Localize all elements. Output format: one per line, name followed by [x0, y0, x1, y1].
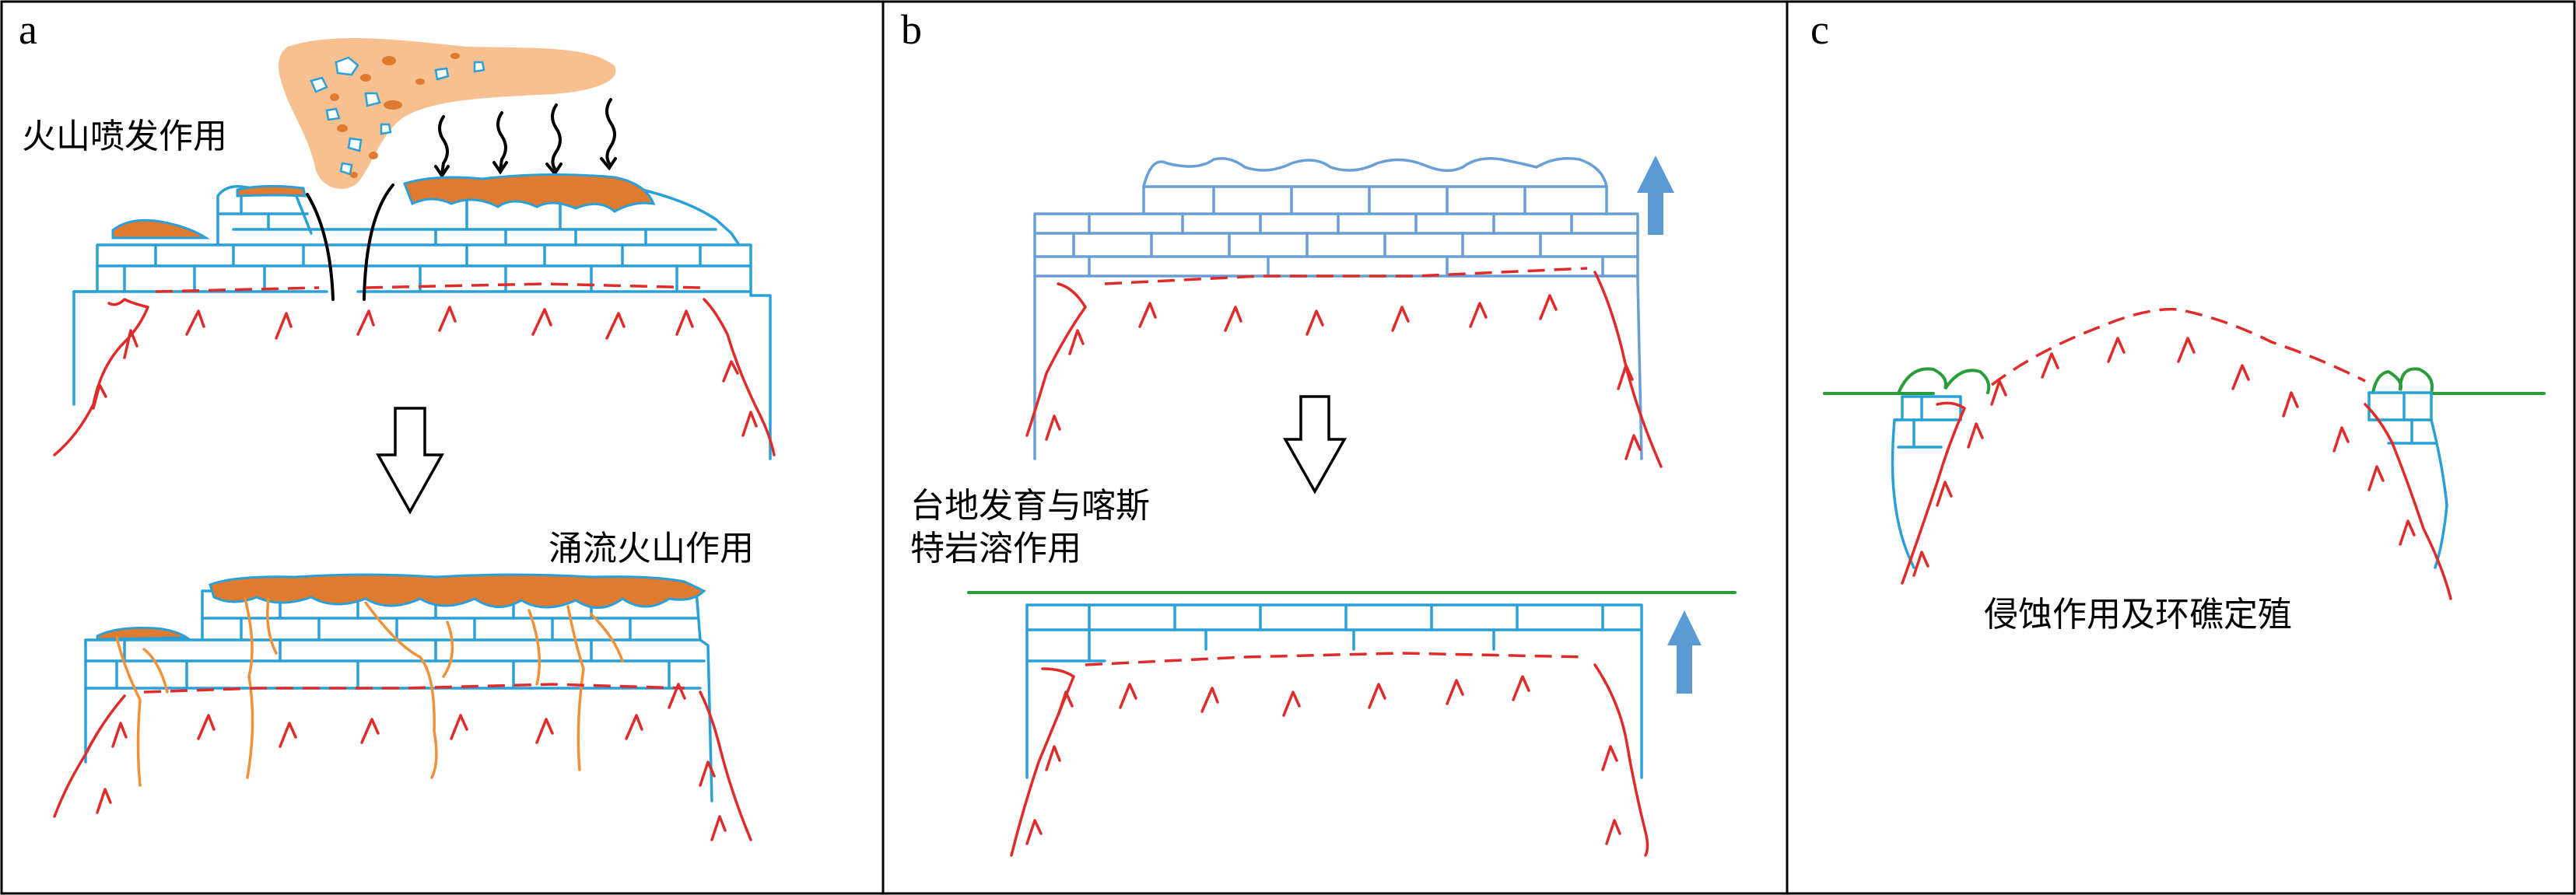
- ash-cloud: [279, 38, 616, 189]
- panel-a: a 火山喷发作用: [19, 6, 776, 841]
- panel-c: c: [1810, 6, 2546, 635]
- label-flood-volcanism: 涌流火山作用: [548, 529, 754, 568]
- lower-limestone-platform: [84, 589, 713, 802]
- upper-lava-flows: [111, 173, 656, 239]
- atoll-reef-right: [2371, 367, 2434, 394]
- label-platform-karst-line2: 特岩溶作用: [910, 529, 1081, 568]
- lower-flat-platform: [1025, 603, 1643, 779]
- uplift-arrow-upper: [1637, 156, 1674, 235]
- panel-c-letter: c: [1810, 6, 1829, 53]
- lower-basement-b: [1010, 652, 1649, 857]
- lava-dikes: [115, 597, 624, 787]
- volcanic-vent: [306, 184, 394, 301]
- label-volcanic-eruption: 火山喷发作用: [22, 117, 227, 156]
- lower-basement: [53, 683, 752, 841]
- upper-basement: [53, 282, 776, 456]
- panel-b: b: [901, 6, 1737, 857]
- basement-dome: [1901, 307, 2452, 600]
- remnant-limestone-left: [1891, 395, 1962, 569]
- panel-b-letter: b: [901, 6, 922, 53]
- upper-karst-platform: [1033, 157, 1643, 460]
- uplift-arrow-lower: [1667, 610, 1702, 694]
- down-arrow-a: [376, 407, 444, 515]
- down-arrow-b: [1282, 395, 1348, 495]
- label-erosion-atoll: 侵蚀作用及环礁定殖: [1984, 595, 2292, 635]
- upper-basement-b: [1025, 267, 1663, 468]
- lower-lava-sheet: [96, 573, 706, 641]
- label-platform-karst-line1: 台地发育与喀斯: [910, 486, 1150, 526]
- panel-a-letter: a: [19, 6, 37, 53]
- ash-fall-arrows: [434, 98, 617, 179]
- atoll-reef-left: [1897, 367, 1991, 395]
